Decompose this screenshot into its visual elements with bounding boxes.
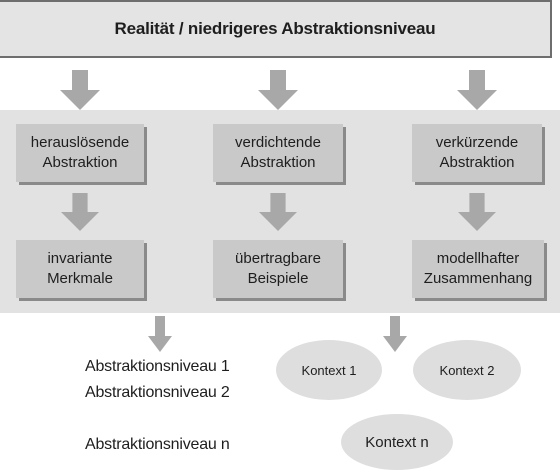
down-arrow-icon bbox=[457, 70, 497, 110]
down-arrow-icon bbox=[457, 193, 497, 231]
context-label: Kontext 2 bbox=[439, 362, 495, 378]
level-label-2: Abstraktionsniveau 2 bbox=[85, 384, 230, 401]
result-label: invariante Merkmale bbox=[47, 250, 113, 287]
level-label-n: Abstraktionsniveau n bbox=[85, 436, 230, 453]
result-label: modellhafter Zusammenhang bbox=[423, 250, 533, 287]
context-label: Kontext 1 bbox=[301, 362, 357, 378]
reality-box: Realität / niedrigeres Abstraktionsnivea… bbox=[0, 0, 552, 58]
abstraction-label: verdichtende Abstraktion bbox=[235, 134, 321, 171]
reality-title: Realität / niedrigeres Abstraktionsnivea… bbox=[114, 19, 436, 38]
context-label: Kontext n bbox=[365, 433, 429, 451]
down-arrow-icon bbox=[383, 316, 407, 352]
down-arrow-icon bbox=[60, 193, 100, 231]
down-arrow-icon bbox=[148, 316, 172, 352]
down-arrow-icon bbox=[258, 70, 298, 110]
level-label-1: Abstraktionsniveau 1 bbox=[85, 358, 230, 375]
context-ellipse-2: Kontext 2 bbox=[413, 340, 521, 400]
abstraction-box-verdichtend: verdichtende Abstraktion bbox=[213, 124, 343, 182]
result-box-uebertragbare-beispiele: übertragbare Beispiele bbox=[213, 240, 343, 298]
abstraction-box-herausloesend: herauslösende Abstraktion bbox=[16, 124, 144, 182]
result-label: übertragbare Beispiele bbox=[235, 250, 321, 287]
down-arrow-icon bbox=[60, 70, 100, 110]
context-ellipse-1: Kontext 1 bbox=[276, 340, 382, 400]
abstraction-label: verkürzende Abstraktion bbox=[435, 134, 519, 171]
abstraction-label: herauslösende Abstraktion bbox=[30, 134, 130, 171]
result-box-modellhafter-zusammenhang: modellhafter Zusammenhang bbox=[412, 240, 544, 298]
abstraction-box-verkuerzend: verkürzende Abstraktion bbox=[412, 124, 542, 182]
result-box-invariante-merkmale: invariante Merkmale bbox=[16, 240, 144, 298]
context-ellipse-n: Kontext n bbox=[341, 414, 453, 470]
down-arrow-icon bbox=[258, 193, 298, 231]
